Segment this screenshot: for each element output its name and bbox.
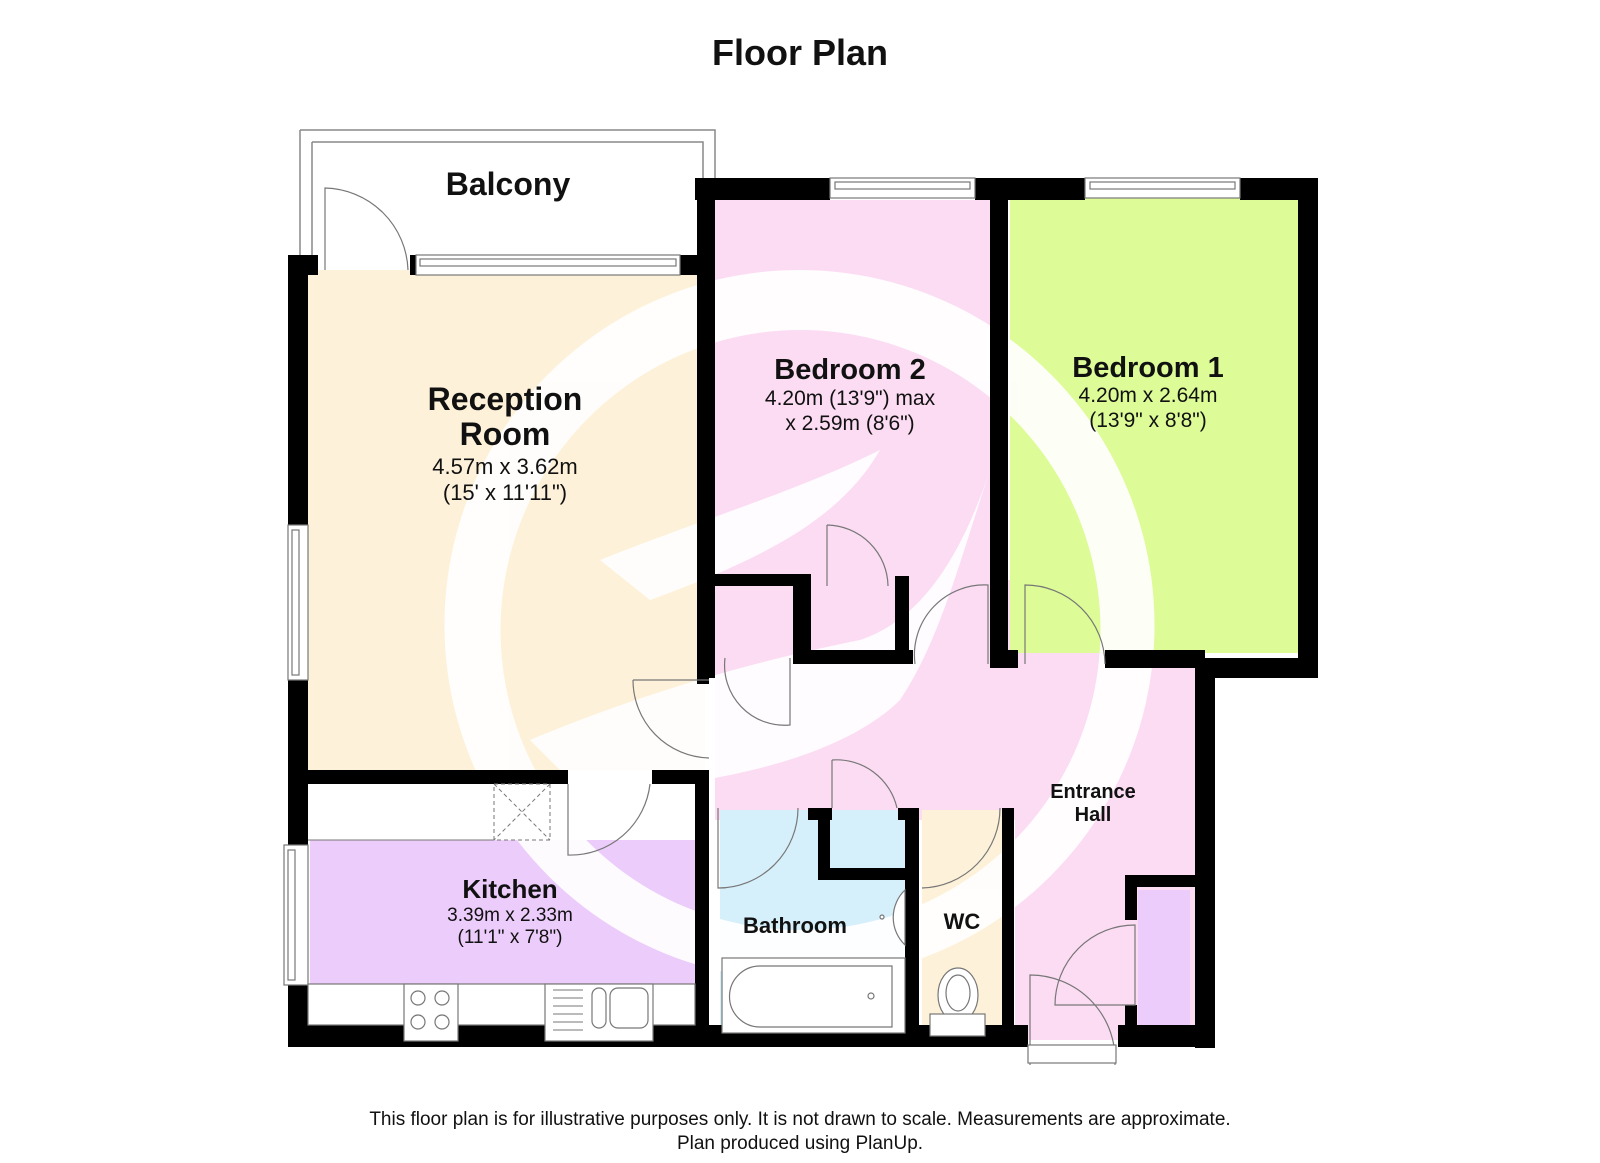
- bathroom-label: Bathroom: [743, 913, 847, 938]
- disclaimer-text: This floor plan is for illustrative purp…: [369, 1109, 1230, 1130]
- bedroom-2-label: Bedroom 2 4.20m (13'9") max x 2.59m (8'6…: [765, 354, 936, 435]
- room-label-balcony: Balcony: [446, 166, 571, 202]
- kitchen-label: Kitchen 3.39m x 2.33m (11'1" x 7'8"): [447, 874, 573, 948]
- windows: [283, 177, 1241, 986]
- balcony: Balcony: [299, 129, 716, 260]
- reception-room-label: Reception Room 4.57m x 3.62m (15' x 11'1…: [428, 381, 583, 505]
- doors: [324, 187, 1136, 1066]
- svg-text:4.20m x 2.64m: 4.20m x 2.64m: [1079, 384, 1218, 407]
- svg-text:3.39m x 2.33m: 3.39m x 2.33m: [447, 905, 573, 926]
- bathtub-icon: [721, 957, 906, 1034]
- bedroom-1-label: Bedroom 1 4.20m x 2.64m (13'9" x 8'8"): [1072, 352, 1223, 432]
- hob-icon: [403, 983, 459, 1042]
- svg-text:4.57m x 3.62m: 4.57m x 3.62m: [432, 454, 578, 479]
- svg-text:Bedroom 1: Bedroom 1: [1072, 352, 1223, 384]
- produced-by-text: Plan produced using PlanUp.: [677, 1133, 923, 1154]
- entrance-hall-label: Entrance Hall: [1050, 781, 1136, 826]
- kitchen-sink-icon: [544, 983, 654, 1042]
- svg-text:Bedroom 2: Bedroom 2: [774, 354, 925, 386]
- wc-label: WC: [944, 909, 981, 934]
- fixtures: [307, 783, 986, 1042]
- room-labels: Reception Room 4.57m x 3.62m (15' x 11'1…: [428, 352, 1224, 948]
- cupboard-fill: [1138, 890, 1190, 1038]
- svg-text:(11'1" x 7'8"): (11'1" x 7'8"): [458, 927, 563, 948]
- toilet-icon: [929, 967, 986, 1037]
- svg-text:x 2.59m (8'6"): x 2.59m (8'6"): [785, 412, 914, 435]
- watermark-logo: [444, 270, 1155, 980]
- svg-text:Kitchen: Kitchen: [462, 874, 557, 904]
- extractor-unit: [493, 783, 551, 841]
- svg-text:Entrance: Entrance: [1050, 781, 1136, 803]
- svg-text:4.20m (13'9") max: 4.20m (13'9") max: [765, 387, 936, 410]
- svg-text:Room: Room: [460, 416, 551, 452]
- wash-basin-icon: [879, 888, 906, 947]
- svg-text:(15' x 11'11"): (15' x 11'11"): [443, 480, 567, 505]
- svg-text:(13'9" x 8'8"): (13'9" x 8'8"): [1089, 409, 1206, 432]
- walls: [288, 178, 1318, 1048]
- page-title: Floor Plan: [712, 32, 888, 73]
- svg-text:Reception: Reception: [428, 381, 583, 417]
- svg-text:Hall: Hall: [1075, 804, 1112, 826]
